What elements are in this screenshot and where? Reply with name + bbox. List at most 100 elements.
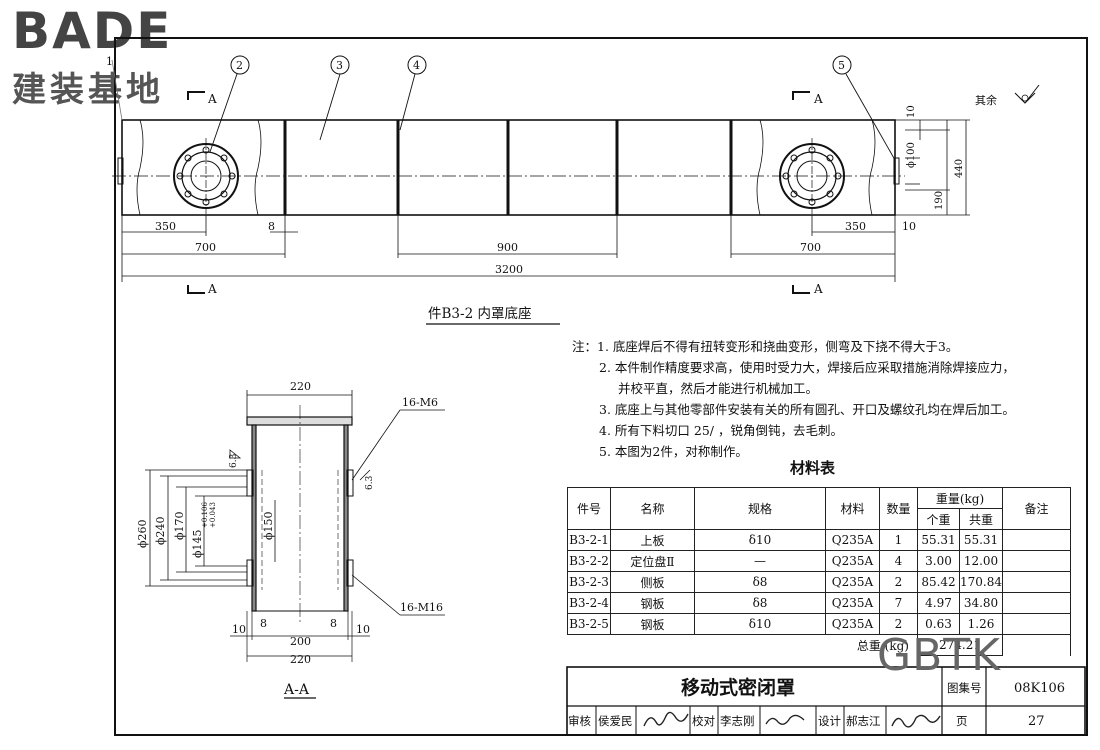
cell-material: Q235A	[825, 592, 880, 614]
cell-material: Q235A	[825, 550, 880, 572]
reviewer-name: 侯爱民	[598, 714, 633, 728]
callout-5: 5	[838, 59, 845, 72]
cell-spec: —	[694, 550, 826, 572]
header-no: 件号	[567, 487, 611, 530]
cell-spec: δ8	[694, 571, 826, 593]
cell-material: Q235A	[825, 529, 880, 551]
sec-bolt-top: 16-M6	[402, 396, 438, 409]
cell-remark	[1002, 571, 1071, 593]
note-line-6: 5. 本图为2件，对称制作。	[599, 444, 748, 459]
cell-material: Q235A	[825, 613, 880, 635]
cell-name: 上板	[610, 529, 695, 551]
cell-unit: 85.42	[917, 571, 960, 593]
sec-dim-8-left: 8	[260, 617, 267, 630]
header-name: 名称	[610, 487, 695, 530]
section-mark-bottom-right: A	[813, 282, 823, 296]
cell-name: 钢板	[610, 613, 695, 635]
cell-remark	[1002, 613, 1071, 635]
header-unit-weight: 个重	[917, 508, 960, 530]
section-title: A-A	[283, 682, 310, 698]
front-dims	[121, 119, 970, 282]
logo-bade: BADE	[12, 2, 173, 60]
cell-no: B3-2-5	[567, 613, 611, 635]
note-line-4: 3. 底座上与其他零部件安装有关的所有圆孔、开口及螺纹孔均在焊后加工。	[599, 402, 1015, 417]
sec-weld-6.3-right: 6.3	[365, 475, 375, 490]
dim-3200: 3200	[495, 263, 523, 276]
watermark-gbtk: GBTK	[877, 630, 1002, 681]
cell-no: B3-2-4	[567, 592, 611, 614]
table-row: B3-2-3 侧板 δ8 Q235A 2 85.42 170.84	[567, 571, 1071, 593]
header-remark: 备注	[1002, 487, 1071, 530]
sec-phi150: ϕ150	[262, 512, 275, 541]
dim-8: 8	[268, 220, 275, 233]
section-mark-top-right: A	[813, 92, 823, 106]
sec-dim-8-right: 8	[330, 617, 337, 630]
note-line-2: 2. 本件制作精度要求高，使用时受力大，焊接后应采取措施消除焊接应力，	[599, 360, 1015, 375]
header-material: 材料	[825, 487, 880, 530]
cell-total: 12.00	[959, 550, 1003, 572]
title-block-frame: 移动式密闭罩 图集号 08K106 审核 侯爱民 校对 李志刚 设计 郝志江 页…	[566, 666, 1086, 736]
locating-disk-right	[779, 138, 845, 214]
table-total-row: 总重 (kg) 274.21	[567, 634, 1071, 656]
cell-no: B3-2-3	[567, 571, 611, 593]
dim-350-left: 350	[155, 220, 176, 233]
cell-material: Q235A	[825, 571, 880, 593]
cell-total: 170.84	[959, 571, 1003, 593]
cell-name: 定位盘Ⅱ	[610, 550, 695, 572]
table-subheader-row: 个重 共重	[568, 508, 1071, 530]
sec-phi145: ϕ145	[191, 530, 204, 559]
note-line-3: 并校平直，然后才能进行机械加工。	[618, 381, 819, 396]
cell-remark	[1002, 592, 1071, 614]
sec-tol-upper: +0.106	[201, 502, 209, 528]
section-mark-top-left: A	[207, 92, 217, 106]
designer-label: 设计	[818, 714, 841, 728]
checker-signature	[765, 714, 805, 725]
locating-disk-left	[173, 138, 239, 214]
sec-dim-10-right: 10	[356, 623, 370, 636]
dim-v10: 10	[906, 105, 917, 118]
reviewer-signature	[643, 711, 689, 727]
sec-weld-6.3-left: 6.3	[229, 453, 239, 468]
page-label: 页	[956, 714, 968, 728]
cell-qty: 1	[879, 529, 918, 551]
total-weight-label: 总重 (kg)	[567, 634, 918, 656]
cell-unit: 55.31	[917, 529, 960, 551]
material-table: 件号 名称 规格 材料 数量 重量(kg) 备注 个重 共重 B3-2-1 上板…	[567, 487, 1071, 656]
header-weight: 重量(kg)	[917, 487, 1003, 509]
table-row: B3-2-4 钢板 δ8 Q235A 7 4.97 34.80	[567, 592, 1071, 614]
table-row: B3-2-5 钢板 δ10 Q235A 2 0.63 1.26	[567, 613, 1071, 635]
cell-no: B3-2-2	[567, 550, 611, 572]
callout-3: 3	[336, 59, 343, 72]
atlas-label: 图集号	[947, 681, 982, 695]
cell-unit: 3.00	[917, 550, 960, 572]
sec-phi260: ϕ260	[136, 520, 149, 549]
designer-name: 郝志江	[846, 714, 881, 728]
table-row: B3-2-1 上板 δ10 Q235A 1 55.31 55.31	[567, 529, 1071, 551]
technical-notes: 注：1. 底座焊后不得有扭转变形和挠曲变形，侧弯及下挠不得大于3。 2. 本件制…	[572, 336, 1015, 462]
sec-dim-10-left: 10	[232, 623, 246, 636]
sec-dim-220-bottom: 220	[290, 653, 311, 666]
callout-2: 2	[236, 59, 243, 72]
cell-spec: δ8	[694, 592, 826, 614]
sec-phi240: ϕ240	[154, 517, 167, 546]
dim-700-right: 700	[800, 241, 821, 254]
section-mark-bottom-left: A	[207, 282, 217, 296]
cell-total: 34.80	[959, 592, 1003, 614]
front-view	[111, 55, 1040, 294]
total-remark-cell	[1002, 634, 1071, 656]
dim-10: 10	[902, 220, 916, 233]
dim-v440: 440	[954, 159, 965, 178]
cell-remark	[1002, 529, 1071, 551]
cell-qty: 7	[879, 592, 918, 614]
cell-spec: δ10	[694, 613, 826, 635]
header-total-weight: 共重	[959, 508, 1003, 530]
callout-1: 1	[106, 55, 113, 68]
checker-name: 李志刚	[720, 714, 755, 728]
sec-tol-lower: +0.043	[209, 502, 217, 528]
sec-dim-200: 200	[290, 635, 311, 648]
cell-total: 1.26	[959, 613, 1003, 635]
dim-vphi100: ϕ100	[906, 142, 917, 168]
dim-900: 900	[497, 241, 518, 254]
checker-label: 校对	[692, 714, 715, 728]
